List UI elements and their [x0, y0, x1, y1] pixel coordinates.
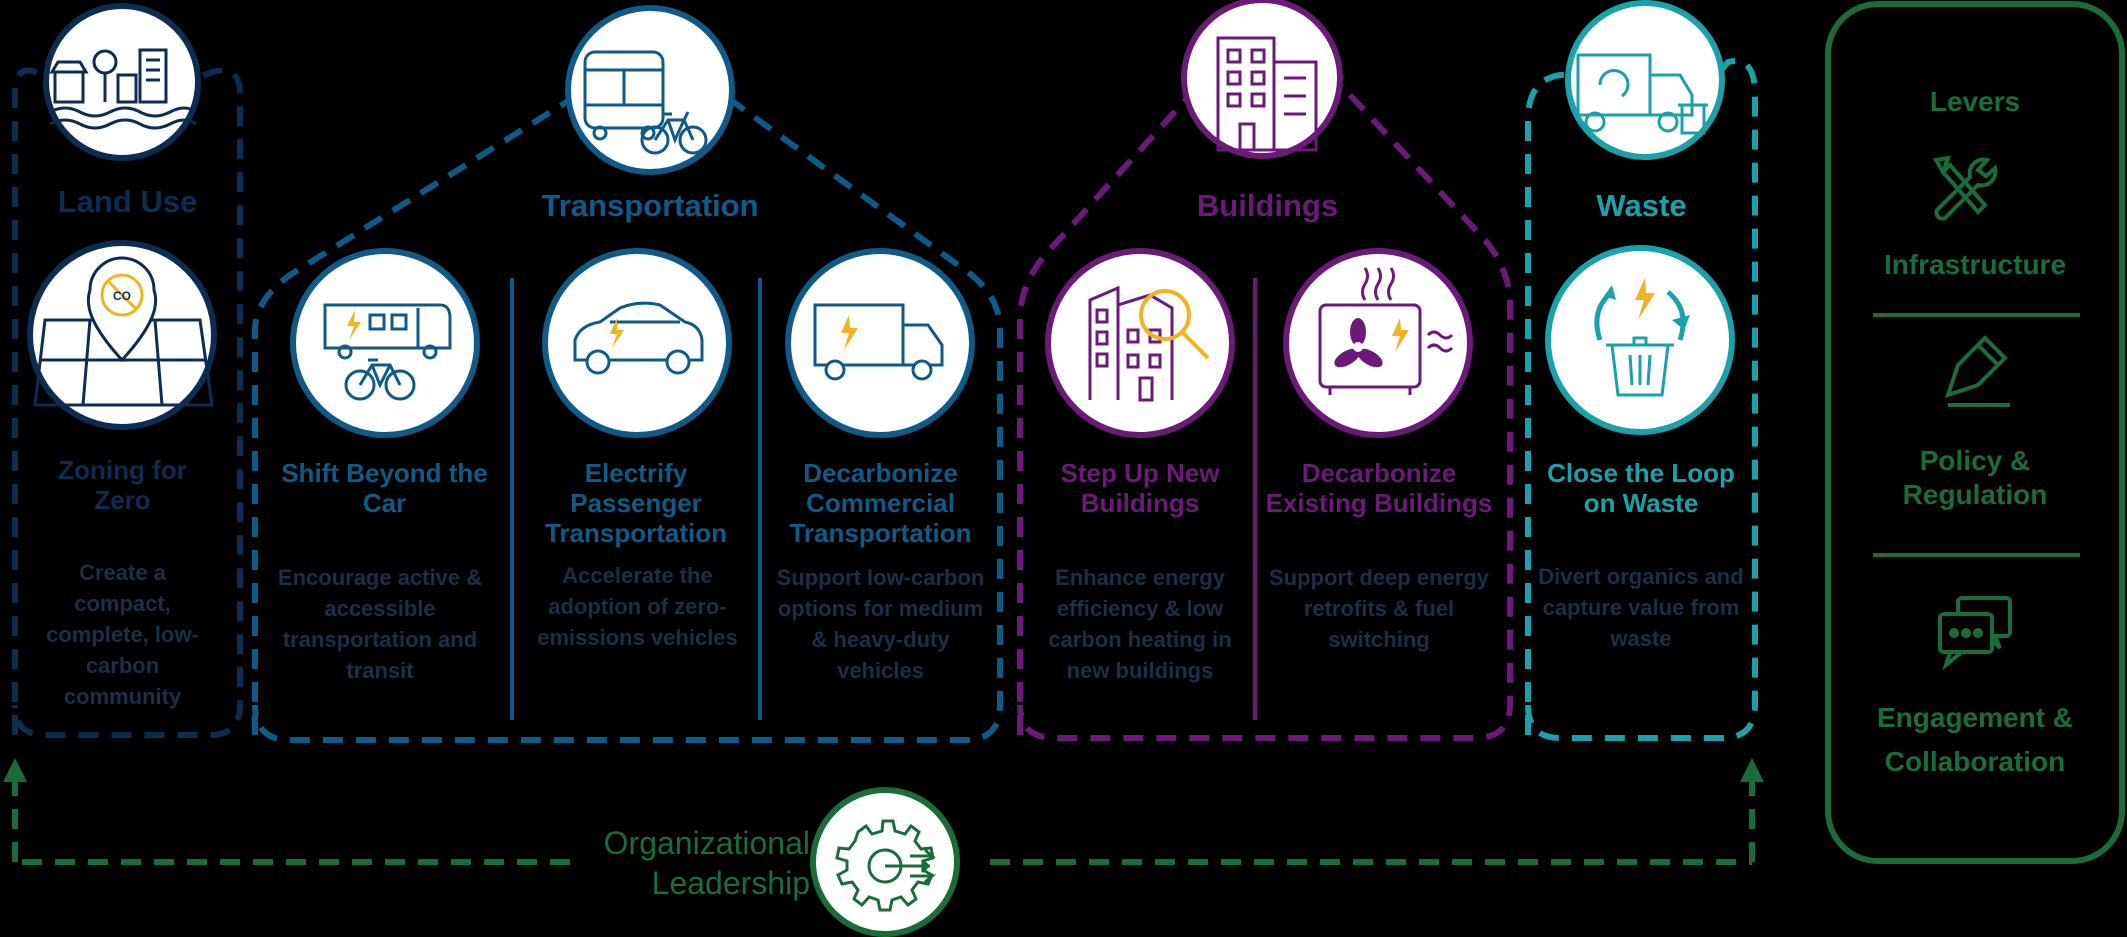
office-building-icon — [1181, 0, 1343, 159]
heat-pump-icon — [1283, 248, 1473, 438]
action-title-decarbonize-existing-buildings: Decarbonize Existing Buildings — [1265, 458, 1493, 518]
action-title-shift-beyond-the-car: Shift Beyond the Car — [281, 458, 488, 518]
action-title-zoning-for-zero: Zoning for Zero — [58, 455, 187, 515]
category-title-land-use: Land Use — [57, 184, 198, 219]
land-use-outline — [12, 67, 243, 738]
action-description-decarbonize-existing-buildings: Support deep energy retrofits & fuel swi… — [1268, 565, 1490, 652]
bus-bicycle-icon — [565, 5, 735, 175]
action-description-close-the-loop: Divert organics and capture value from w… — [1538, 564, 1744, 651]
action-title-close-the-loop: Close the Loop on Waste — [1547, 458, 1735, 518]
transit-bicycle-icon — [290, 248, 480, 438]
tools-icon — [1932, 155, 1998, 221]
city-skyline-icon — [43, 3, 201, 161]
building-magnifier-icon — [1045, 248, 1235, 438]
co2-map-pin-icon: CO — [27, 240, 217, 430]
waste-outline — [1525, 57, 1758, 741]
transportation-outline — [252, 95, 1003, 743]
svg-text:CO: CO — [113, 289, 131, 303]
action-description-zoning-for-zero: Create a compact, complete, low-carbon c… — [46, 560, 199, 709]
levers-panel — [1825, 1, 2125, 864]
levers-title: Levers — [1929, 86, 2021, 117]
recycle-bin-icon — [1545, 245, 1735, 435]
action-title-decarbonize-commercial: Decarbonize Commercial Transportation — [789, 458, 972, 548]
lever-label-infrastructure: Infrastructure — [1883, 249, 2067, 280]
gear-arrows-icon — [810, 787, 960, 937]
action-description-shift-beyond-the-car: Encourage active & accessible transporta… — [277, 565, 483, 683]
category-title-waste: Waste — [1596, 188, 1687, 223]
category-title-buildings: Buildings — [1196, 188, 1339, 223]
action-description-decarbonize-commercial: Support low-carbon options for medium & … — [776, 565, 985, 683]
speech-bubbles-icon — [1938, 596, 2012, 671]
action-title-step-up-new-buildings: Step Up New Buildings — [1060, 458, 1220, 518]
pencil-icon — [1944, 335, 2010, 407]
electric-car-icon — [542, 248, 732, 438]
buildings-outline — [1017, 92, 1513, 741]
action-description-step-up-new-buildings: Enhance energy efficiency & low carbon h… — [1048, 565, 1232, 683]
action-description-electrify-passenger: Accelerate the adoption of zero-emission… — [537, 563, 738, 650]
category-title-transportation: Transportation — [541, 188, 759, 223]
electric-truck-icon — [785, 248, 975, 438]
action-title-electrify-passenger: Electrify Passenger Transportation — [544, 458, 727, 548]
lever-label-policy-regulation: Policy & Regulation — [1902, 445, 2048, 510]
foundation-label: Organizational Leadership — [603, 825, 810, 901]
garbage-truck-icon — [1565, 0, 1725, 160]
lever-label-engagement-collaboration: Engagement & Collaboration — [1876, 702, 2074, 777]
